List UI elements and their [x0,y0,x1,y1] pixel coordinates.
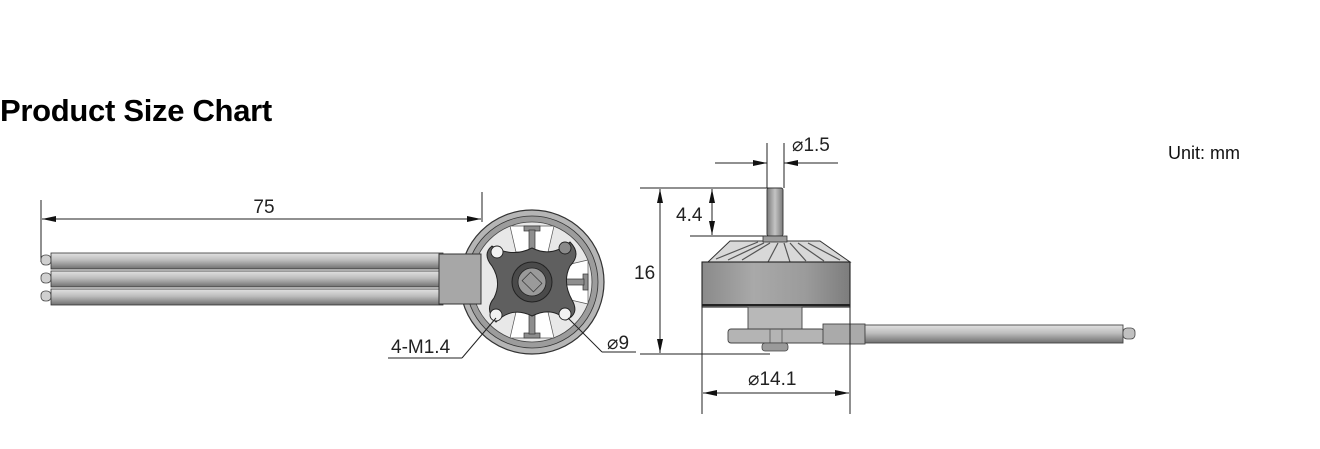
body-diameter-dimension: ⌀14.1 [701,307,851,414]
hole-pitch-callout: ⌀9 [567,317,636,354]
total-height-dimension: 16 [634,189,663,353]
mount-holes [489,241,572,322]
total-height-label: 16 [634,263,655,284]
mount-base [727,328,825,344]
motor-shaft [766,187,784,237]
motor-bell [701,261,851,308]
mount-hole-label: 4-M1.4 [391,337,451,358]
page-title: Product Size Chart [0,93,272,128]
wire-length-label: 75 [253,197,274,218]
motor-wires [40,252,444,306]
shaft-diameter-label: ⌀1.5 [792,135,830,156]
unit-label: Unit: mm [1168,143,1240,163]
shaft-diameter-dimension: ⌀1.5 [715,135,838,188]
side-view: ⌀1.5 16 4.4 [634,135,1136,414]
side-cable [864,324,1124,344]
shaft-length-label: 4.4 [676,205,703,226]
hole-pitch-label: ⌀9 [607,333,629,354]
body-diameter-label: ⌀14.1 [748,369,796,390]
shaft-length-dimension: 4.4 [676,189,770,237]
wire-length-dimension: 75 [40,192,483,262]
mount-hole-callout: 4-M1.4 [388,317,497,359]
front-view: 75 [40,192,636,359]
